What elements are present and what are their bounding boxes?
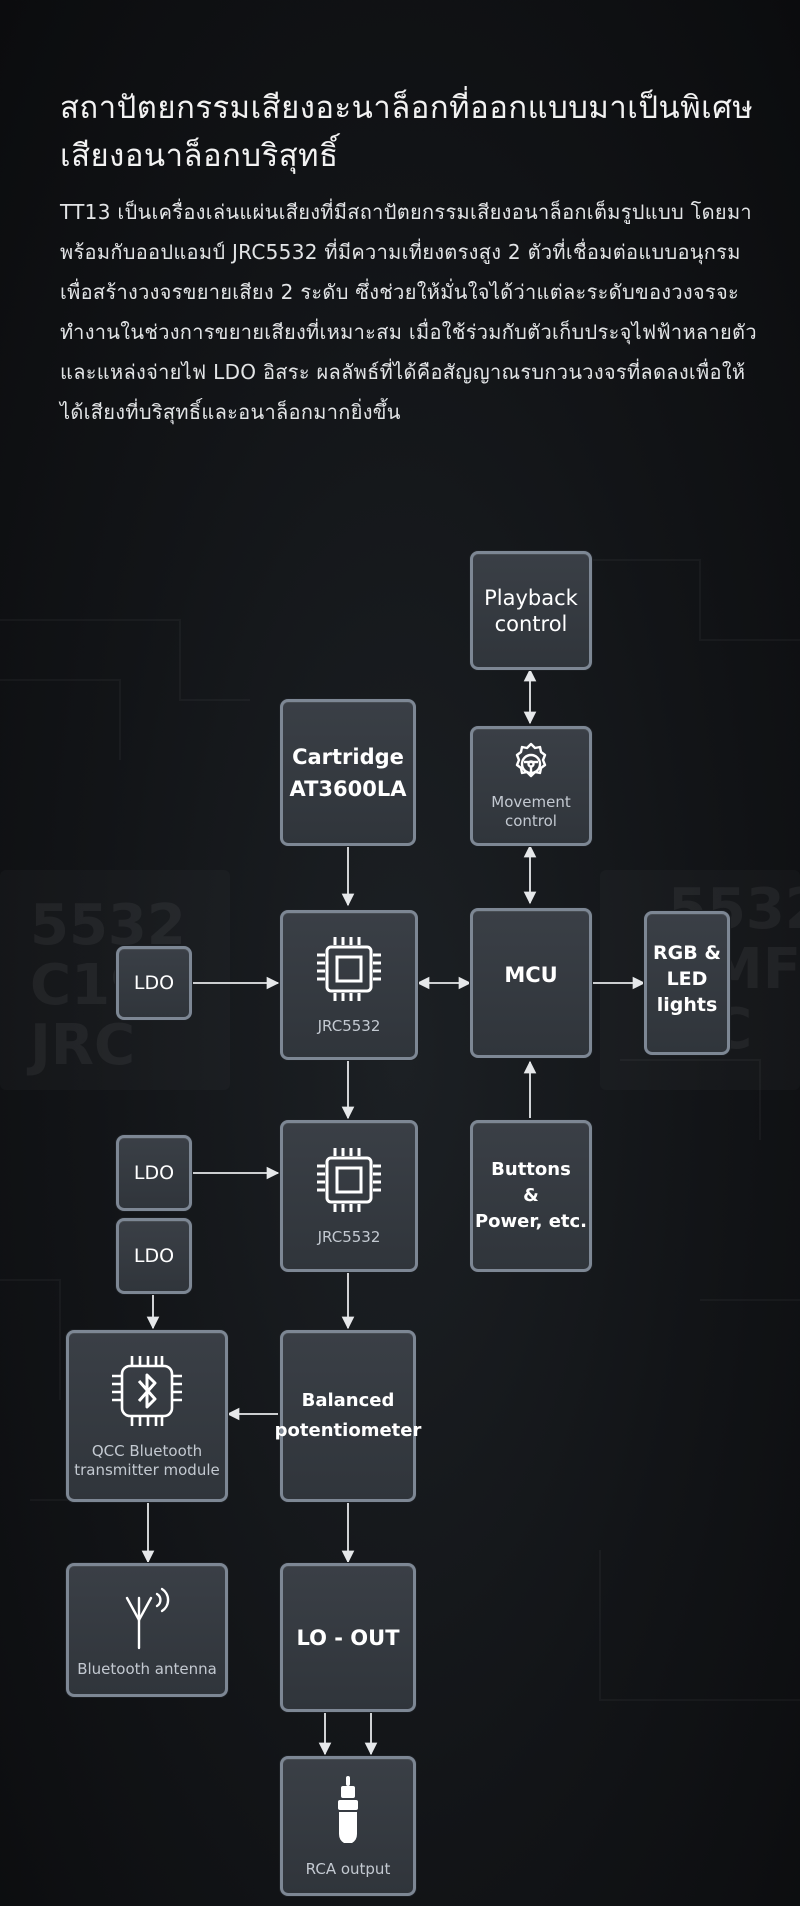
jrc5532-box-2: JRC5532 bbox=[280, 1120, 418, 1272]
bluetooth-chip-icon bbox=[112, 1356, 182, 1426]
cartridge-box: Cartridge AT3600LA bbox=[280, 699, 416, 846]
chip-icon bbox=[317, 936, 381, 1001]
bluetooth-antenna-label: Bluetooth antenna bbox=[77, 1659, 217, 1678]
jrc5532-box-1: JRC5532 bbox=[280, 910, 418, 1060]
cartridge-label: Cartridge AT3600LA bbox=[289, 744, 407, 801]
mcu-box: MCU bbox=[470, 908, 592, 1058]
ldo-box-1: LDO bbox=[116, 946, 192, 1020]
balanced-potentiometer-label: Balanced potentiometer bbox=[274, 1390, 422, 1441]
intro-section: สถาปัตยกรรมเสียงอะนาล็อกที่ออกแบบมาเป็นพ… bbox=[60, 84, 760, 452]
buttons-power-box: Buttons & Power, etc. bbox=[470, 1120, 592, 1272]
antenna-icon bbox=[125, 1587, 170, 1649]
rca-output-box: RCA output bbox=[280, 1756, 416, 1896]
movement-control-label: Movement control bbox=[491, 793, 571, 830]
playback-control-box: Playback control bbox=[470, 551, 592, 670]
steering-wheel-icon bbox=[515, 742, 547, 778]
ldo-box-2: LDO bbox=[116, 1135, 192, 1211]
jrc5532-label-2: JRC5532 bbox=[317, 1227, 381, 1246]
playback-control-label: Playback control bbox=[484, 585, 578, 636]
buttons-power-label: Buttons & Power, etc. bbox=[474, 1159, 588, 1232]
lo-out-box: LO - OUT bbox=[280, 1563, 416, 1712]
rgb-led-box: RGB & LED lights bbox=[644, 911, 730, 1055]
ldo-label-1: LDO bbox=[133, 972, 175, 994]
rgb-led-label: RGB & LED lights bbox=[653, 942, 721, 1016]
chip-icon bbox=[317, 1147, 381, 1212]
ldo-label-2: LDO bbox=[133, 1162, 175, 1184]
rca-plug-icon bbox=[338, 1775, 358, 1843]
mcu-label: MCU bbox=[504, 963, 558, 987]
intro-paragraph: TT13 เป็นเครื่องเล่นแผ่นเสียงที่มีสถาปัต… bbox=[60, 200, 757, 424]
ldo-label-3: LDO bbox=[133, 1245, 175, 1267]
balanced-potentiometer-box: Balanced potentiometer bbox=[275, 1330, 421, 1502]
rca-output-label: RCA output bbox=[305, 1859, 391, 1878]
jrc5532-label-1: JRC5532 bbox=[317, 1016, 381, 1035]
movement-control-box: Movement control bbox=[470, 726, 592, 846]
page-heading: สถาปัตยกรรมเสียงอะนาล็อกที่ออกแบบมาเป็นพ… bbox=[60, 90, 754, 174]
lo-out-label: LO - OUT bbox=[296, 1625, 400, 1650]
ldo-box-3: LDO bbox=[116, 1218, 192, 1294]
bluetooth-antenna-box: Bluetooth antenna bbox=[66, 1563, 228, 1697]
qcc-bluetooth-label: QCC Bluetooth transmitter module bbox=[74, 1442, 220, 1479]
qcc-bluetooth-box: QCC Bluetooth transmitter module bbox=[66, 1330, 228, 1502]
